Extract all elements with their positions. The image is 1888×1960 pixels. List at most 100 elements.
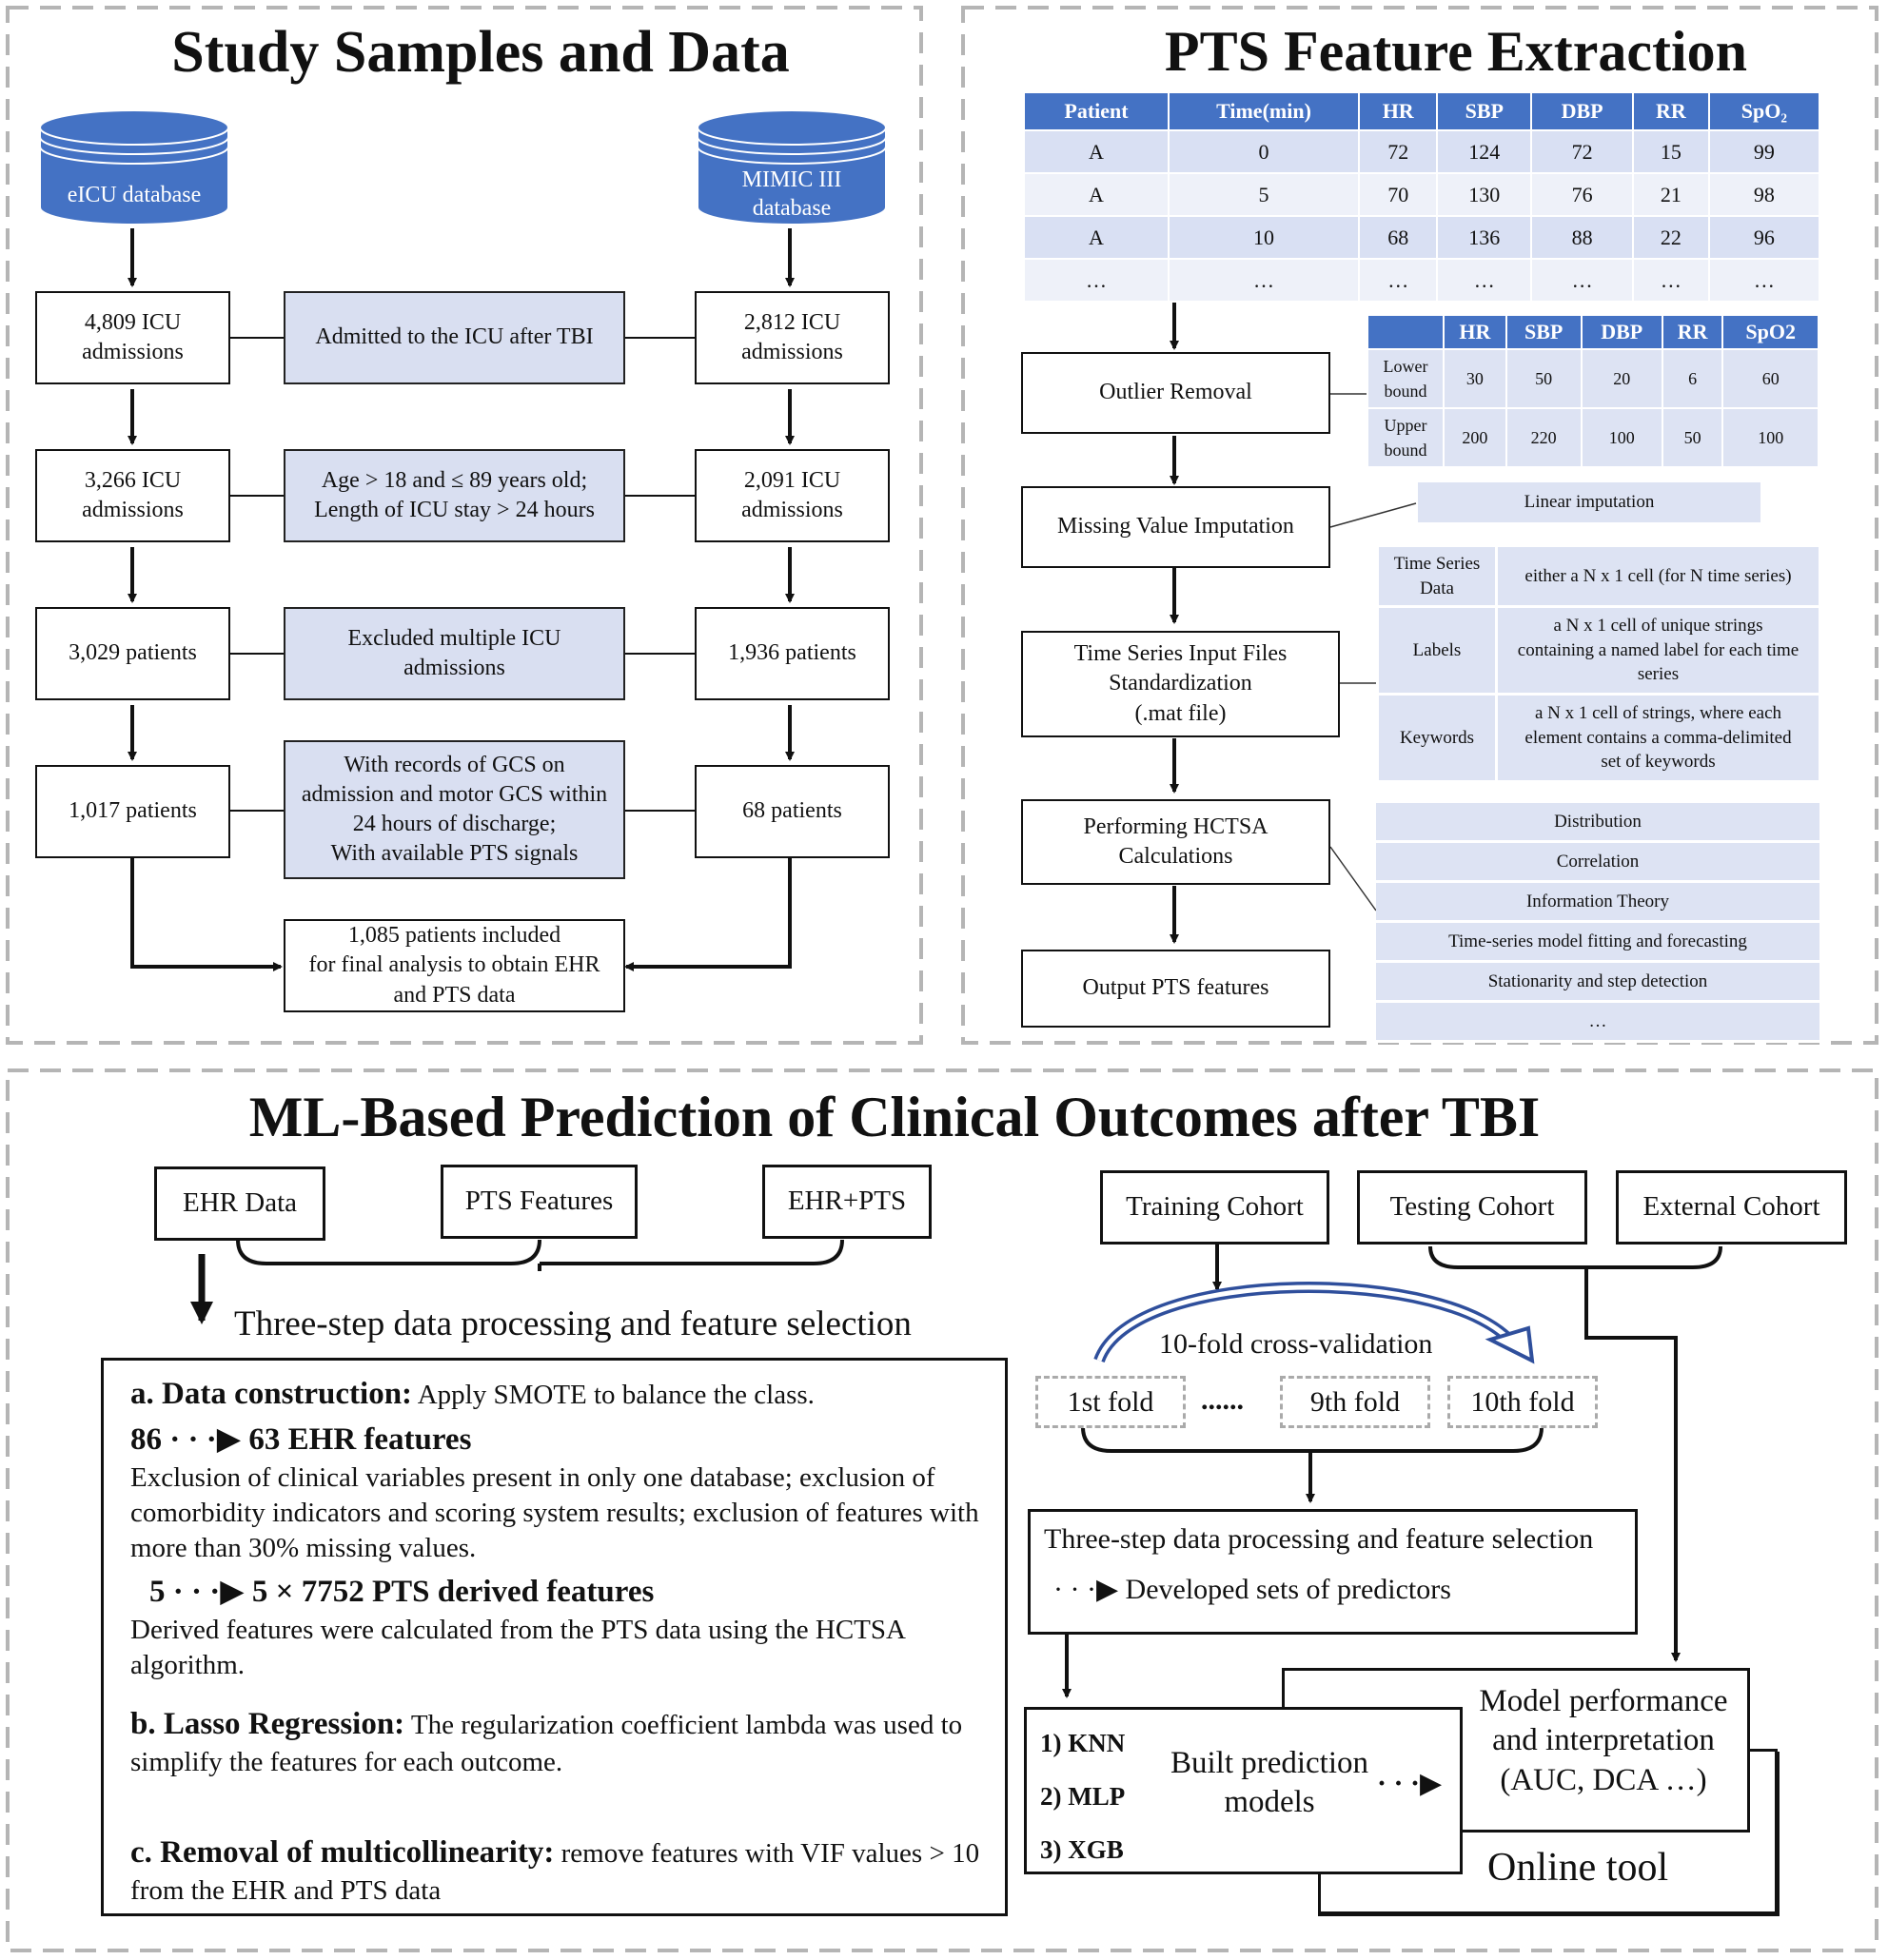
- file-info-table: Time Series Data either a N x 1 cell (fo…: [1376, 544, 1821, 783]
- final-cohort-box: 1,085 patients included for final analys…: [284, 919, 625, 1012]
- online-tool-label: Online tool: [1487, 1846, 1669, 1890]
- info-value: a N x 1 cell of strings, where each elem…: [1495, 693, 1821, 783]
- pts-callout-lines: [1329, 393, 1417, 911]
- table-cell: A: [1023, 172, 1170, 217]
- table-cell: …: [1168, 258, 1360, 303]
- table-cell: 100: [1580, 407, 1663, 468]
- cv-selection-line2: · · ·▶ Developed sets of predictors: [1053, 1574, 1451, 1605]
- step-b: b. Lasso Regression: The regularization …: [130, 1705, 986, 1780]
- table-cell: 70: [1357, 172, 1439, 217]
- ehr-data-box: EHR Data: [154, 1166, 325, 1241]
- criterion-multiple-admissions: Excluded multiple ICU admissions: [284, 607, 625, 700]
- list-item: Stationarity and step detection: [1376, 961, 1819, 1003]
- models-label: Built prediction models: [1170, 1746, 1369, 1820]
- table-cell: 72: [1530, 129, 1635, 174]
- pts-reduction-label: 5 · · ·▶ 5 × 7752 PTS derived features: [149, 1575, 655, 1609]
- cv-selection-line1: Three-step data processing and feature s…: [1044, 1523, 1594, 1555]
- missing-value-box: Missing Value Imputation: [1021, 486, 1330, 568]
- outlier-removal-box: Outlier Removal: [1021, 352, 1330, 434]
- header-hr: HR: [1357, 91, 1439, 131]
- step-c: c. Removal of multicollinearity: remove …: [130, 1833, 986, 1909]
- list-item: Correlation: [1376, 841, 1819, 883]
- feature-selection-panel: a. Data construction: Apply SMOTE to bal…: [101, 1358, 1008, 1916]
- mimic-database-label: MIMIC III database: [741, 167, 842, 221]
- bounds-header-blank: [1367, 314, 1445, 350]
- eicu-database-icon: eICU database: [38, 108, 230, 228]
- study-panel-border: [6, 6, 923, 1045]
- list-item: Distribution: [1376, 803, 1819, 843]
- table-cell: 130: [1436, 172, 1533, 217]
- lower-bound-label: Lower bound: [1367, 348, 1445, 409]
- table-cell: …: [1357, 258, 1439, 303]
- table-cell: 6: [1661, 348, 1724, 409]
- table-cell: 96: [1707, 215, 1821, 260]
- mimic-adult-admissions-box: 2,091 ICU admissions: [695, 449, 890, 542]
- criterion-tbi: Admitted to the ICU after TBI: [284, 291, 625, 384]
- mimic-admissions-box: 2,812 ICU admissions: [695, 291, 890, 384]
- eicu-admissions-box: 4,809 ICU admissions: [35, 291, 230, 384]
- table-cell: 20: [1580, 348, 1663, 409]
- table-cell: 60: [1721, 348, 1819, 409]
- cv-selection-box: Three-step data processing and feature s…: [1028, 1509, 1638, 1635]
- pipeline-label: Three-step data processing and feature s…: [234, 1304, 912, 1343]
- header-dbp: DBP: [1530, 91, 1635, 131]
- study-title: Study Samples and Data: [171, 20, 790, 85]
- model-xgb: 3) XGB: [1040, 1835, 1124, 1864]
- step-c-text: remove features with VIF values > 10 fro…: [130, 1838, 980, 1906]
- fold-1: 1st fold: [1035, 1376, 1186, 1428]
- fold-9: 9th fold: [1280, 1376, 1430, 1428]
- mimic-database-icon: MIMIC III database: [696, 108, 888, 228]
- list-item: …: [1376, 1001, 1819, 1043]
- bounds-header-hr: HR: [1443, 314, 1507, 350]
- info-value: a N x 1 cell of unique strings containin…: [1495, 605, 1821, 696]
- eicu-final-patients-box: 1,017 patients: [35, 765, 230, 858]
- table-cell: 10: [1168, 215, 1360, 260]
- external-cohort-box: External Cohort: [1616, 1170, 1847, 1245]
- cv-arrow-head: [1485, 1325, 1535, 1364]
- table-cell: …: [1707, 258, 1821, 303]
- list-item: Time-series model fitting and forecastin…: [1376, 921, 1819, 963]
- linear-imputation-label: Linear imputation: [1418, 482, 1760, 522]
- table-row: Labels a N x 1 cell of unique strings co…: [1376, 605, 1821, 696]
- table-cell: …: [1530, 258, 1635, 303]
- upper-bound-label: Upper bound: [1367, 407, 1445, 468]
- table-cell: 50: [1504, 348, 1583, 409]
- output-features-box: Output PTS features: [1021, 950, 1330, 1028]
- table-cell: 30: [1443, 348, 1507, 409]
- study-criteria-lines: [229, 337, 695, 812]
- table-cell: …: [1023, 258, 1170, 303]
- table-cell: 68: [1357, 215, 1439, 260]
- study-arrows: [128, 228, 795, 971]
- step-c-title: c. Removal of multicollinearity:: [130, 1835, 555, 1870]
- ehr-exclusion-text: Exclusion of clinical variables present …: [130, 1462, 979, 1563]
- table-cell: A: [1023, 215, 1170, 260]
- eicu-adult-admissions-box: 3,266 ICU admissions: [35, 449, 230, 542]
- standardization-box: Time Series Input Files Standardization …: [1021, 631, 1340, 737]
- table-cell: 5: [1168, 172, 1360, 217]
- step-a: a. Data construction: Apply SMOTE to bal…: [130, 1374, 986, 1415]
- mimic-patients-box: 1,936 patients: [695, 607, 890, 700]
- table-cell: …: [1632, 258, 1710, 303]
- training-cohort-box: Training Cohort: [1100, 1170, 1329, 1245]
- table-cell: 15: [1632, 129, 1710, 174]
- ml-title: ML-Based Prediction of Clinical Outcomes…: [248, 1086, 1541, 1148]
- bounds-header-spo2: SpO2: [1721, 314, 1819, 350]
- header-time: Time(min): [1168, 91, 1360, 131]
- info-key: Time Series Data: [1376, 544, 1498, 608]
- table-cell: 100: [1721, 407, 1819, 468]
- info-value: either a N x 1 cell (for N time series): [1495, 544, 1821, 608]
- table-cell: …: [1436, 258, 1533, 303]
- step-a-text: Apply SMOTE to balance the class.: [417, 1380, 815, 1410]
- step-b-text: The regularization coefficient lambda wa…: [130, 1710, 963, 1777]
- model-knn: 1) KNN: [1040, 1729, 1126, 1757]
- table-cell: 200: [1443, 407, 1507, 468]
- hctsa-box: Performing HCTSA Calculations: [1021, 799, 1330, 885]
- table-row: Keywords a N x 1 cell of strings, where …: [1376, 693, 1821, 783]
- pts-derived-text: Derived features were calculated from th…: [130, 1615, 905, 1680]
- step-a-title: a. Data construction:: [130, 1377, 413, 1411]
- header-patient: Patient: [1023, 91, 1170, 131]
